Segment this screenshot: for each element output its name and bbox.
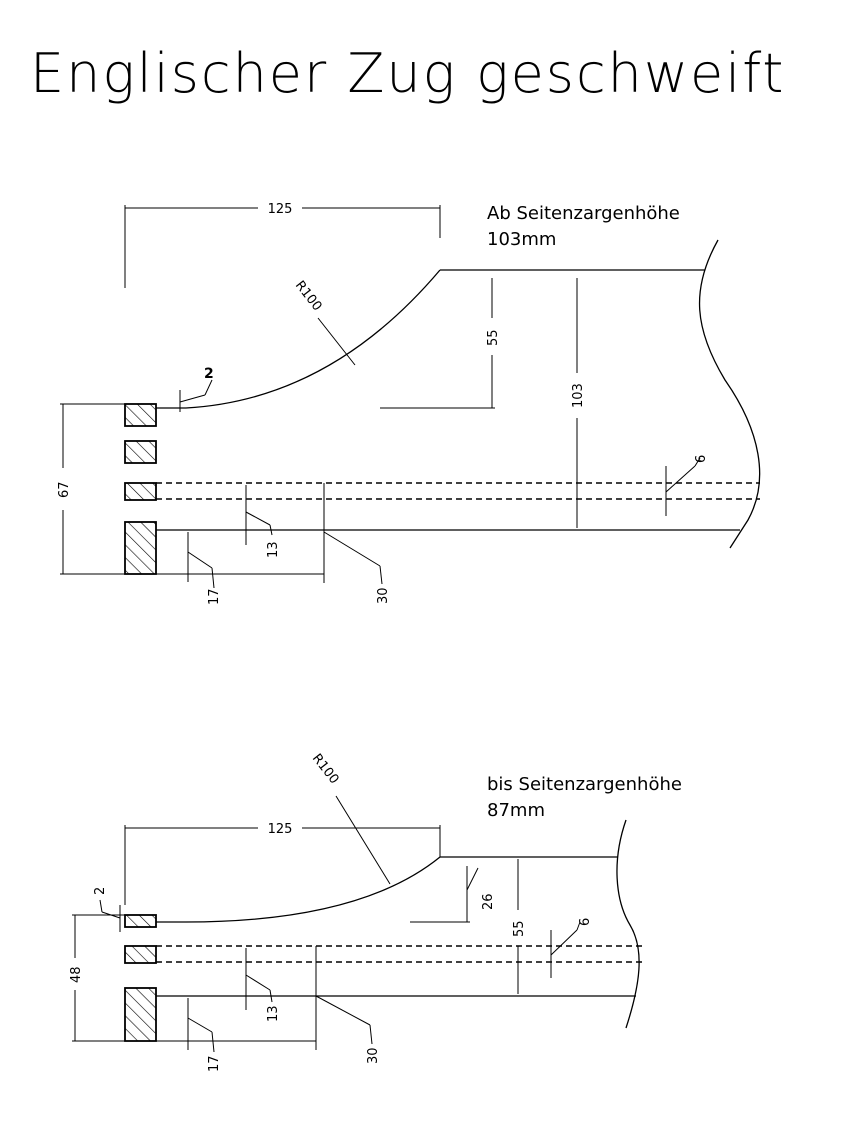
view-1-dim13-label: 13 [266,541,281,558]
view-2-dim-radius: R100 [309,751,391,885]
view-1-offset-label: 2 [204,366,214,382]
view-2-dim-offset: 2 [93,887,121,932]
view-1-total-label: 103 [571,383,586,408]
view-2-slot-label: 6 [578,918,593,926]
view-1-note-line2: 103mm [487,229,556,250]
view-2-dim-step: 55 [512,859,527,994]
view-2-dim13-label: 13 [266,1005,281,1022]
view-2-offset-label: 2 [93,887,108,895]
view-1-dim-block: 67 [57,403,125,575]
view-2-note-line2: 87mm [487,800,545,821]
view-1-radius-label: R100 [292,278,325,314]
view-1-dim30-label: 30 [376,587,391,604]
drawing-title: Englischer Zug geschweift [30,42,785,105]
view-1-note-line1: Ab Seitenzargenhöhe [487,203,680,224]
view-2-dim-bottom: 13 17 30 [156,946,381,1072]
view-2-step-label: 55 [512,920,527,937]
view-1-width-label: 125 [268,202,293,217]
view-1-dim-width: 125 [124,202,441,288]
view-1-slot-label: 6 [694,455,709,463]
view-2-hatched-blocks [124,914,157,1042]
view-2-dim-block: 48 [69,914,125,1042]
view-1-dim-step: 55 [380,278,501,409]
view-2: bis Seitenzargenhöhe 87mm 125 [69,751,682,1072]
view-2-profile [156,819,642,1029]
view-1-dim-offset: 2 [179,366,214,412]
view-2-dim-width: 125 [124,822,441,905]
view-1-step-label: 55 [486,329,501,346]
view-2-radius-label: R100 [309,751,342,787]
view-2-dim-slot: 6 [550,918,593,978]
view-1-block-label: 67 [57,481,72,498]
view-2-dim30-label: 30 [366,1047,381,1064]
view-1-dim-slot: 6 [665,455,709,516]
view-2-width-label: 125 [268,822,293,837]
view-2-step-small-label: 26 [481,893,496,910]
view-1: Ab Seitenzargenhöhe 103mm 125 [57,202,761,605]
view-1-dim17-label: 17 [207,588,222,605]
view-1-hatched-blocks [124,403,157,575]
view-1-dim-bottom: 13 17 30 [156,483,391,605]
view-1-profile [156,239,761,549]
view-2-block-label: 48 [69,966,84,983]
view-2-note-line1: bis Seitenzargenhöhe [487,774,682,795]
view-1-dim-radius: R100 [292,278,356,366]
view-1-dim-total: 103 [571,278,586,528]
view-2-dim17-label: 17 [207,1055,222,1072]
view-2-dim-step-small: 26 [410,866,496,923]
